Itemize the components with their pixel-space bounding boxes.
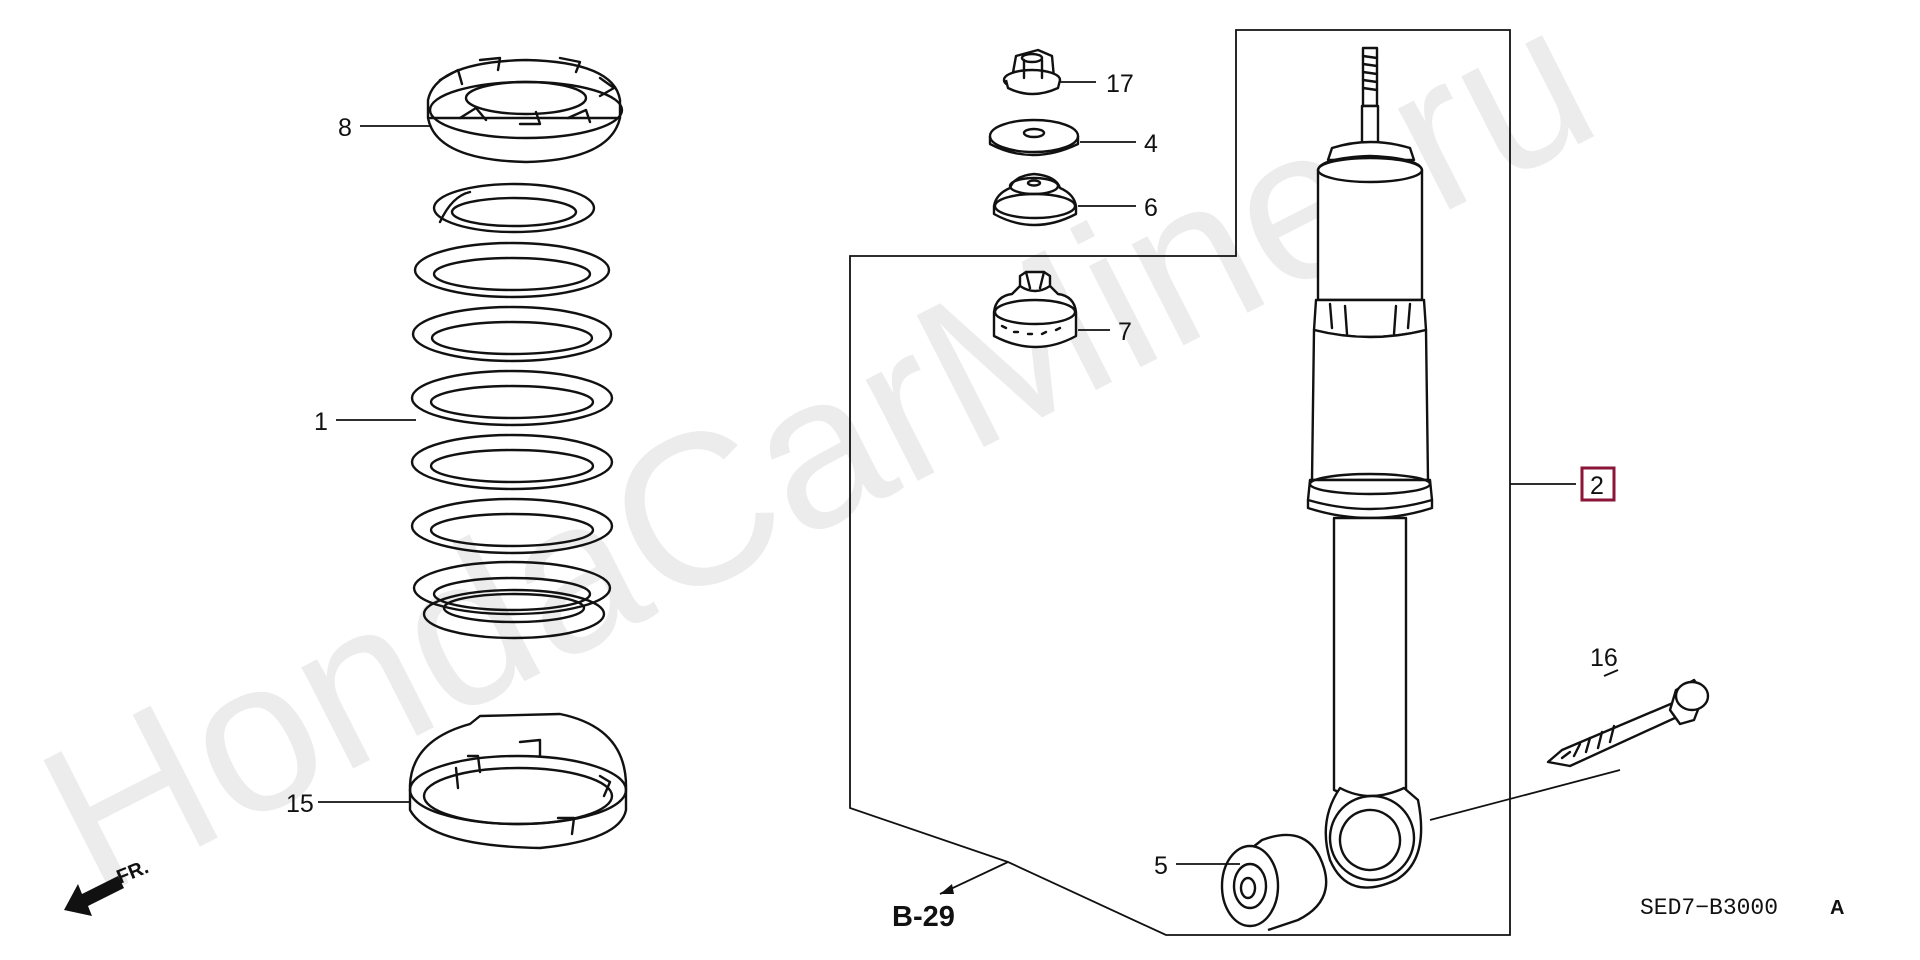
spring-seat-upper xyxy=(426,56,624,164)
reference-arrow xyxy=(939,861,1009,895)
callout-16[interactable]: 16 xyxy=(1590,644,1618,672)
mount-rubber-upper xyxy=(992,172,1078,227)
bolt xyxy=(1546,678,1710,768)
diagram-code-suffix: A xyxy=(1830,897,1844,919)
coil-spring xyxy=(410,182,614,640)
callout-6[interactable]: 6 xyxy=(1144,194,1158,222)
front-direction-arrow xyxy=(64,876,124,916)
callout-4[interactable]: 4 xyxy=(1144,130,1158,158)
callout-7[interactable]: 7 xyxy=(1118,318,1132,346)
callout-8[interactable]: 8 xyxy=(338,114,352,142)
callout-2-highlight xyxy=(1580,466,1616,502)
bushing xyxy=(1220,833,1328,932)
mount-rubber-lower xyxy=(992,270,1078,349)
shock-absorber xyxy=(1306,46,1434,889)
callout-2[interactable]: 2 xyxy=(1590,472,1604,500)
spring-seat-lower xyxy=(408,712,628,850)
diagram-code: SED7−B3000 xyxy=(1640,895,1778,921)
leader-lines xyxy=(318,81,1621,865)
callout-1[interactable]: 1 xyxy=(314,408,328,436)
callout-15[interactable]: 15 xyxy=(286,790,314,818)
callout-5[interactable]: 5 xyxy=(1154,852,1168,880)
callout-17[interactable]: 17 xyxy=(1106,70,1134,98)
reference-b29[interactable]: B-29 xyxy=(892,901,955,933)
flange-nut xyxy=(1002,48,1062,96)
washer xyxy=(988,118,1080,157)
